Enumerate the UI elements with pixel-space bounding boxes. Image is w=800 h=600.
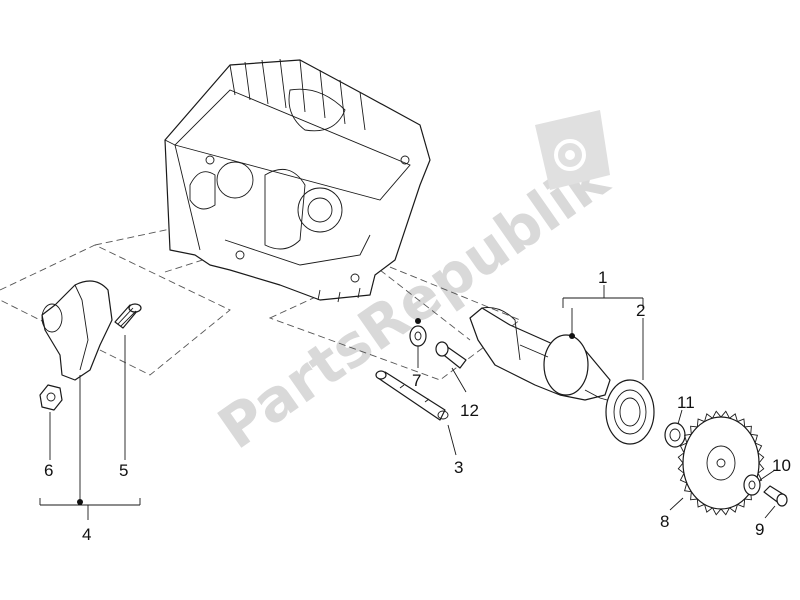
rocker-adjust-screw	[114, 303, 142, 329]
sprocket-washer	[743, 474, 761, 496]
callouts: 1 2 3 4 5 6 7 8 9 10 11 12	[44, 268, 791, 544]
rocker-arm	[41, 280, 113, 381]
callout-3: 3	[454, 458, 463, 477]
callout-7: 7	[412, 371, 421, 390]
bearing	[605, 379, 655, 445]
callout-9: 9	[755, 520, 764, 539]
callout-2: 2	[636, 301, 645, 320]
leader-lines	[39, 285, 776, 520]
marker-dot	[569, 333, 575, 339]
callout-5: 5	[119, 461, 128, 480]
callout-10: 10	[772, 456, 791, 475]
camshaft	[469, 307, 626, 406]
callout-1: 1	[598, 268, 607, 287]
marker-dot	[415, 318, 421, 324]
washer	[409, 325, 427, 347]
cam-sprocket	[677, 410, 765, 516]
spacer	[664, 422, 686, 448]
sprocket-bolt	[763, 485, 788, 507]
callout-6: 6	[44, 461, 53, 480]
gear-icon	[535, 110, 610, 190]
rocker-shaft	[375, 370, 449, 421]
callout-4: 4	[82, 525, 91, 544]
rocker-nut	[39, 384, 63, 411]
callout-12: 12	[460, 401, 479, 420]
callout-11: 11	[677, 393, 695, 412]
cylinder-head	[164, 58, 431, 303]
marker-dot	[77, 499, 83, 505]
callout-8: 8	[660, 512, 669, 531]
bolt	[435, 341, 467, 369]
